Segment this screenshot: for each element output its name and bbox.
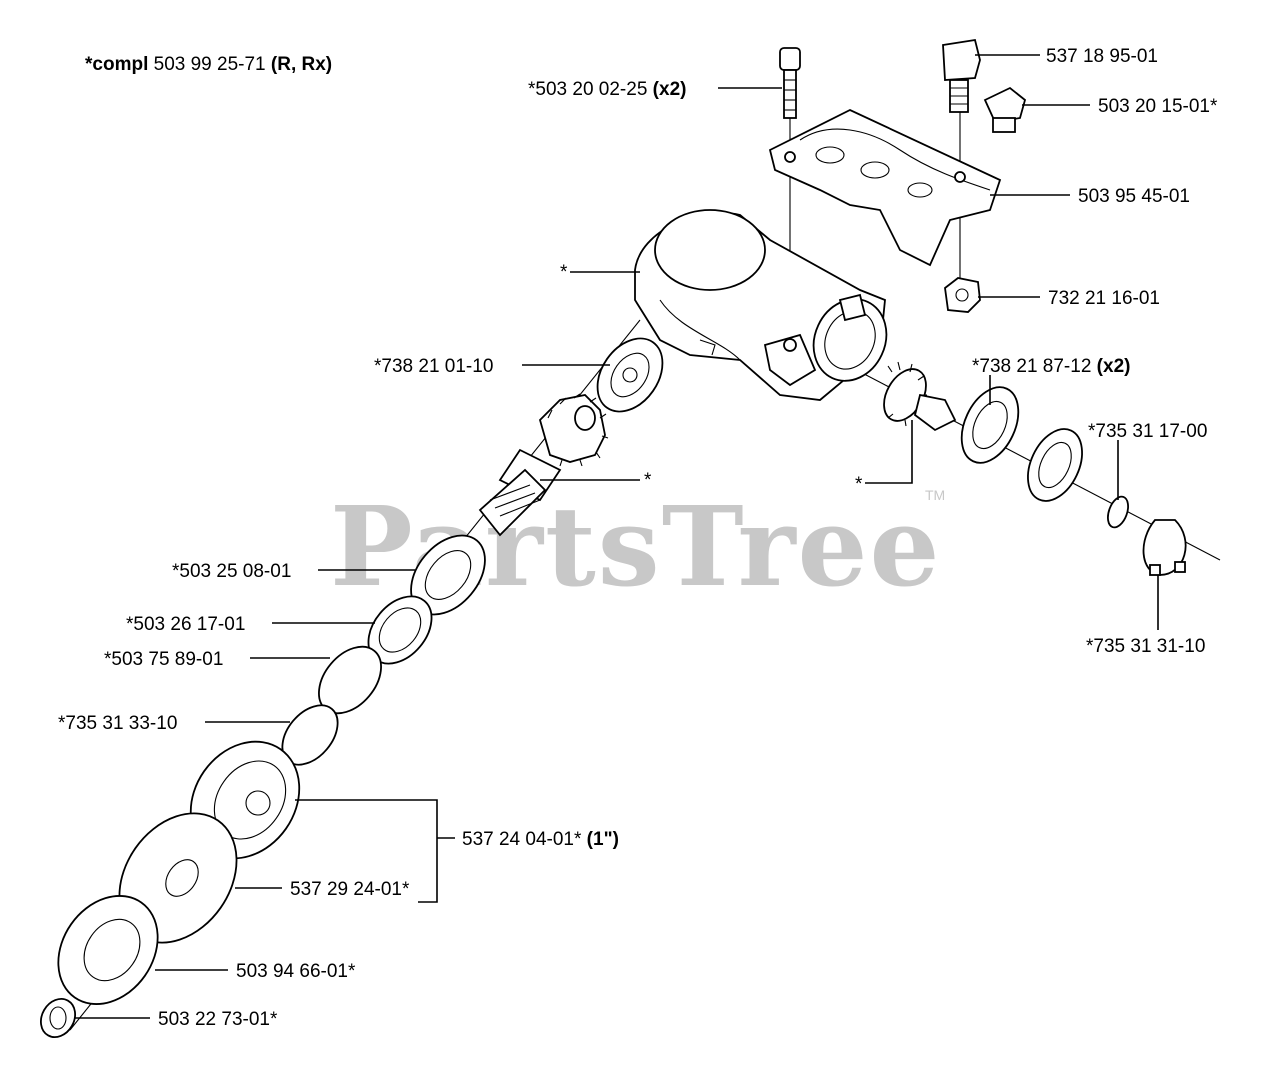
label-503-94-66-01: 503 94 66-01* — [236, 961, 356, 982]
bearing-right-2-part[interactable] — [1017, 420, 1093, 509]
label-735-31-33-10: *735 31 33-10 — [58, 713, 177, 734]
label-537-29-24-01: 537 29 24-01* — [290, 879, 410, 900]
screw-part[interactable] — [779, 47, 801, 119]
seal-ring-part[interactable] — [356, 584, 445, 676]
label-pinion-star: * — [855, 474, 863, 495]
label-503-20-02-25: *503 20 02-25 (x2) — [528, 79, 686, 100]
label-738-21-87-12: *738 21 87-12 (x2) — [972, 356, 1130, 377]
blade-nut-part[interactable] — [34, 993, 82, 1044]
bolt-part[interactable] — [942, 38, 981, 113]
label-shaft-star: * — [644, 470, 652, 491]
nut-part[interactable] — [944, 277, 981, 313]
label-503-75-89-01: *503 75 89-01 — [104, 649, 223, 670]
label-housing-star: * — [560, 262, 568, 283]
clamp-bracket-part[interactable] — [768, 109, 1002, 267]
bearing-upper-part[interactable] — [584, 326, 676, 424]
label-732-21-16-01: 732 21 16-01 — [1048, 288, 1160, 309]
pinion-gear-part[interactable] — [875, 361, 957, 432]
label-503-26-17-01: *503 26 17-01 — [126, 614, 245, 635]
label-503-20-15-01: 503 20 15-01* — [1098, 96, 1218, 117]
label-503-95-45-01: 503 95 45-01 — [1078, 186, 1190, 207]
blade-washer-part[interactable] — [38, 877, 178, 1024]
label-503-22-73-01: 503 22 73-01* — [158, 1009, 278, 1030]
assembly-number: *compl 503 99 25-71 (R, Rx) — [85, 54, 332, 75]
label-503-25-08-01: *503 25 08-01 — [172, 561, 291, 582]
gear-housing-part[interactable] — [634, 209, 899, 401]
plug-part[interactable] — [983, 86, 1027, 133]
label-738-21-01-10: *738 21 01-10 — [374, 356, 493, 377]
label-537-18-95-01: 537 18 95-01 — [1046, 46, 1158, 67]
label-735-31-17-00: *735 31 17-00 — [1088, 421, 1207, 442]
label-735-31-31-10: *735 31 31-10 — [1086, 636, 1205, 657]
label-537-24-04-01: 537 24 04-01* (1") — [462, 829, 619, 850]
washer-small-part[interactable] — [1104, 494, 1132, 530]
watermark-tm: TM — [925, 487, 945, 503]
bevel-gear-shaft-part[interactable] — [478, 393, 609, 537]
circlip-right-part[interactable] — [1142, 519, 1187, 576]
bearing-right-1-part[interactable] — [950, 378, 1029, 472]
